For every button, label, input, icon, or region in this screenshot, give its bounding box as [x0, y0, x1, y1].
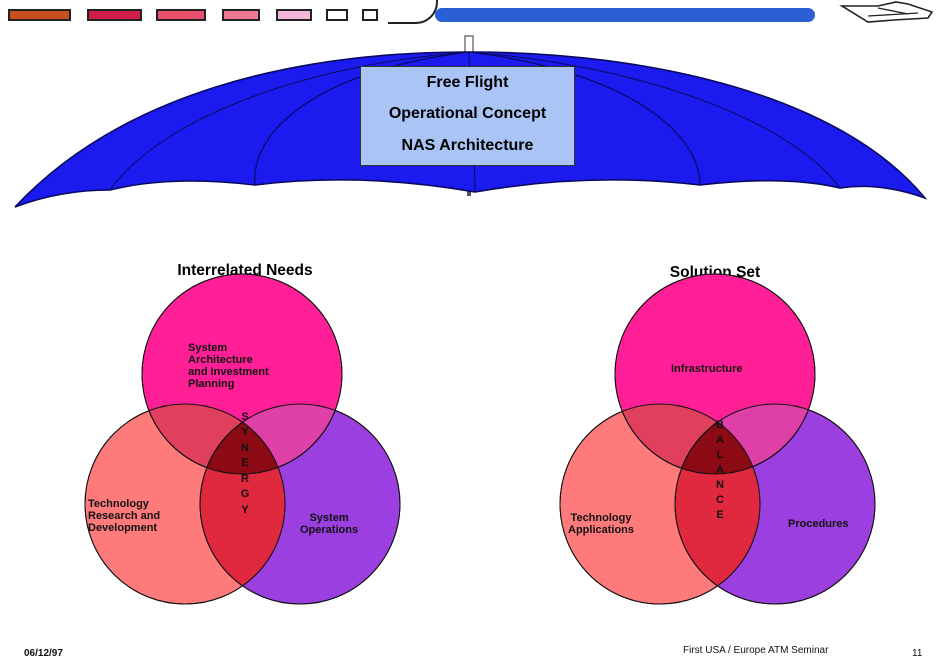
label-line: and Investment	[188, 366, 269, 378]
right-venn-right-label: Procedures	[788, 518, 849, 530]
swatch-4	[222, 9, 260, 21]
label-line: Technology	[570, 512, 632, 524]
label-line: System	[309, 512, 349, 524]
center-letter: C	[716, 494, 724, 506]
label-line: Research and	[88, 510, 161, 522]
center-letter: N	[716, 479, 724, 491]
center-letter: B	[716, 419, 724, 431]
label-line: Applications	[568, 524, 635, 536]
label-line: Architecture	[188, 354, 253, 366]
umbrella-line-3: NAS Architecture	[401, 137, 534, 154]
footer-date: 06/12/97	[24, 648, 63, 659]
right-venn	[559, 273, 876, 605]
swatch-2	[87, 9, 142, 21]
umbrella-line-2: Operational Concept	[388, 105, 547, 122]
center-letter: E	[716, 509, 724, 521]
label-line: Operations	[300, 524, 359, 536]
center-letter: E	[241, 457, 249, 469]
right-venn-left-label: Technology Applications	[568, 512, 634, 536]
left-venn-top-label: System Architecture and Investment Plann…	[188, 342, 269, 390]
center-letter: G	[240, 488, 250, 500]
label-line: Planning	[188, 378, 235, 390]
footer-seminar: First USA / Europe ATM Seminar	[683, 645, 829, 656]
swatch-7	[362, 9, 378, 21]
center-letter: A	[716, 434, 724, 446]
airplane-icon	[839, 1, 934, 23]
swatch-5	[276, 9, 312, 21]
label-line: Procedures	[788, 518, 849, 530]
footer-page-number: 11	[912, 648, 923, 659]
center-letter: Y	[241, 504, 249, 516]
swatch-3	[156, 9, 206, 21]
center-letter: N	[241, 442, 249, 454]
center-letter: A	[716, 464, 724, 476]
umbrella-line-1: Free Flight	[426, 74, 509, 91]
center-letter: R	[241, 473, 249, 485]
umbrella-label-box: Free Flight Operational Concept NAS Arch…	[360, 66, 575, 166]
label-line: Development	[88, 522, 158, 534]
left-venn-right-label: System Operations	[300, 512, 358, 536]
left-venn	[84, 273, 401, 605]
swatch-6	[326, 9, 348, 21]
center-letter: S	[241, 411, 249, 423]
left-venn-left-label: Technology Research and Development	[88, 498, 160, 534]
label-line: System	[188, 342, 228, 354]
label-line: Infrastructure	[671, 363, 743, 375]
right-venn-top-label: Infrastructure	[671, 363, 743, 375]
header-bar	[435, 8, 815, 22]
label-line: Technology	[88, 498, 149, 510]
center-letter: L	[716, 449, 724, 461]
swatch-1	[8, 9, 71, 21]
center-letter: Y	[241, 426, 249, 438]
left-venn-heading: Interrelated Needs	[177, 262, 313, 279]
